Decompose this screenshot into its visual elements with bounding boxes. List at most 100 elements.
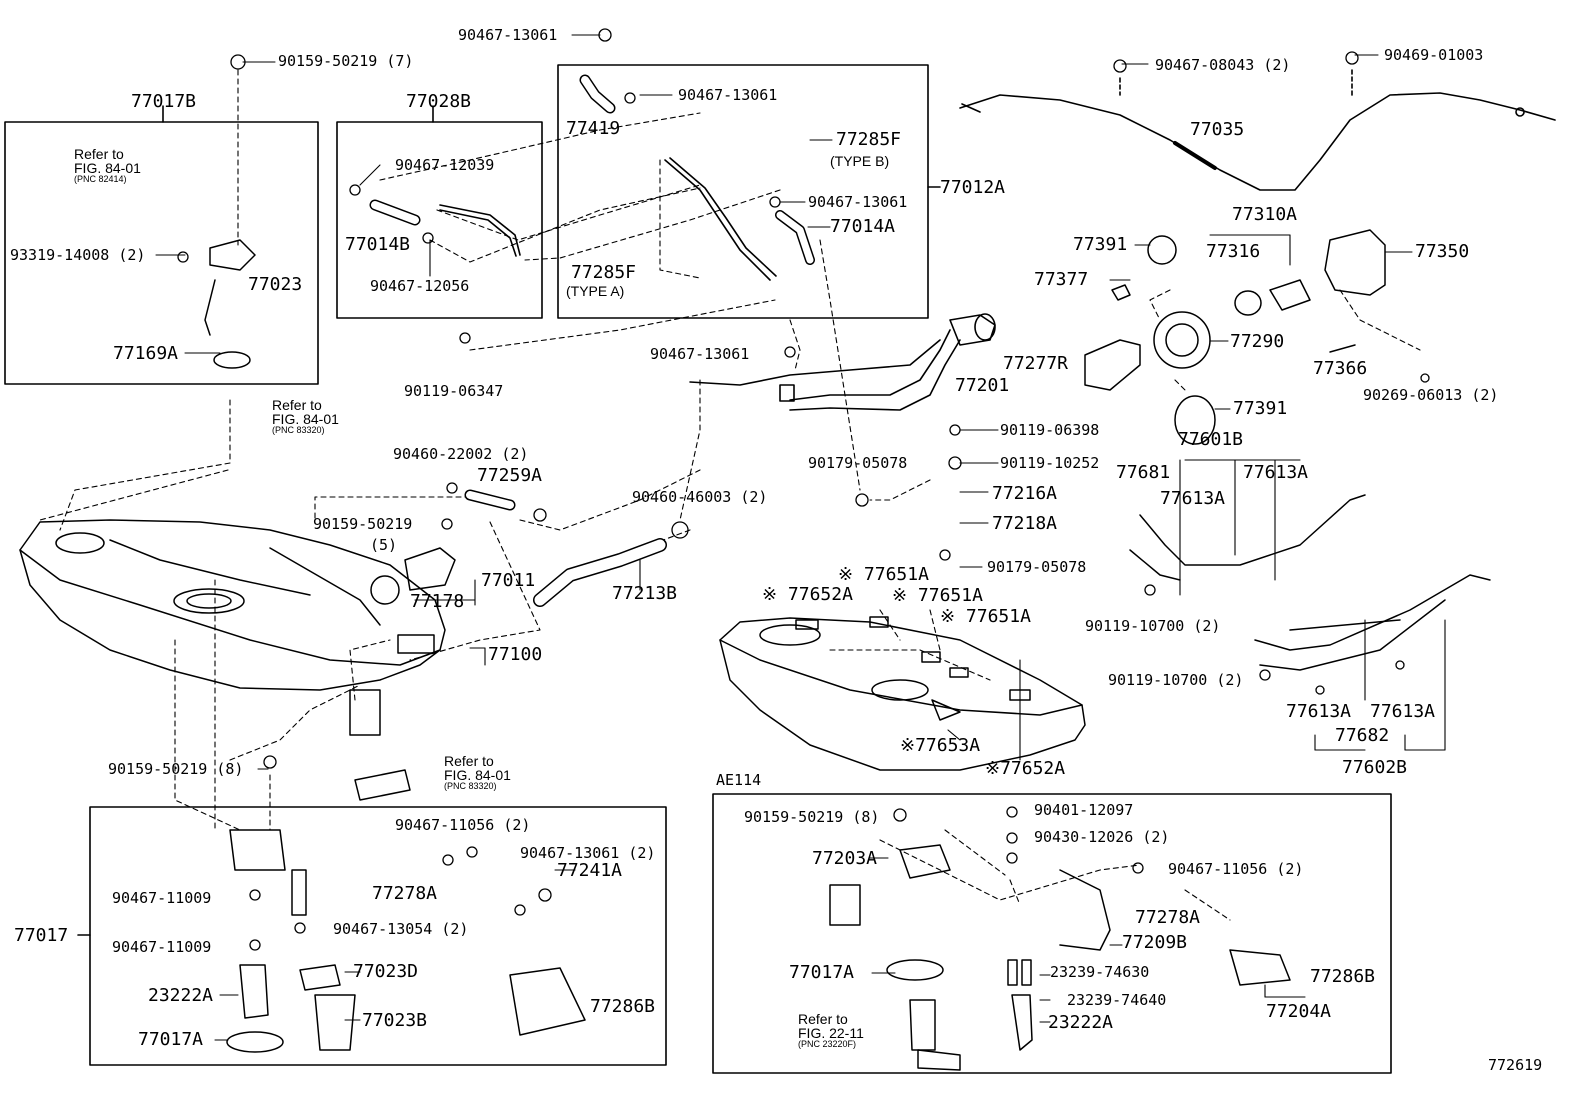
- part-label-p77014B[interactable]: 77014B: [345, 234, 411, 255]
- part-label-p77286B-b[interactable]: 77286B: [1310, 966, 1376, 987]
- part-label-p77613A-4[interactable]: 77613A: [1370, 701, 1436, 722]
- part-label-p77017A-b[interactable]: 77017A: [789, 962, 855, 983]
- part-label-p77213B[interactable]: 77213B: [612, 583, 678, 604]
- part-label-p90159-50219-8b[interactable]: 90159-50219 (8): [744, 808, 880, 826]
- part-label-p77028B[interactable]: 77028B: [406, 91, 472, 112]
- part-label-p77366[interactable]: 77366: [1313, 358, 1368, 379]
- part-label-p77023[interactable]: 77023: [248, 274, 303, 295]
- part-label-p77218A[interactable]: 77218A: [992, 513, 1058, 534]
- part-label-p77023B[interactable]: 77023B: [362, 1010, 428, 1031]
- part-label-p77316[interactable]: 77316: [1206, 241, 1261, 262]
- part-label-p90159-50219-7[interactable]: 90159-50219 (7): [278, 52, 414, 70]
- part-label-p77602B[interactable]: 77602B: [1342, 757, 1408, 778]
- part-label-p90119-10700-b[interactable]: 90119-10700 (2): [1108, 671, 1244, 689]
- part-label-p90467-12056[interactable]: 90467-12056: [370, 277, 470, 295]
- part-label-p90179-05078-a[interactable]: 90179-05078: [808, 454, 908, 472]
- part-label-p77651A-3[interactable]: ※ 77651A: [940, 606, 1031, 627]
- part-label-p77259A[interactable]: 77259A: [477, 465, 543, 486]
- part-label-p5[interactable]: (5): [370, 536, 398, 554]
- part-label-p77377[interactable]: 77377: [1034, 269, 1089, 290]
- part-label-p77419[interactable]: 77419: [566, 118, 621, 139]
- part-label-p77017B[interactable]: 77017B: [131, 91, 197, 112]
- part-label-p77278A-a[interactable]: 77278A: [372, 883, 438, 904]
- part-label-p77651A-2[interactable]: ※ 77651A: [892, 585, 983, 606]
- part-label-p90467-13061-a[interactable]: 90467-13061: [678, 86, 778, 104]
- part-label-p90467-11056-a[interactable]: 90467-11056 (2): [395, 816, 531, 834]
- part-label-p90467-13054[interactable]: 90467-13054 (2): [333, 920, 469, 938]
- part-label-p77681[interactable]: 77681: [1116, 462, 1171, 483]
- assembly-dashed-lines: [39, 69, 1421, 921]
- ref-title: Refer to: [444, 753, 494, 769]
- part-label-p90179-05078-b[interactable]: 90179-05078: [987, 558, 1087, 576]
- part-label-p77012A[interactable]: 77012A: [940, 177, 1006, 198]
- part-label-p77169A[interactable]: 77169A: [113, 343, 179, 364]
- part-label-p77285F-a[interactable]: 77285F: [571, 262, 637, 283]
- part-label-p77023D[interactable]: 77023D: [353, 961, 419, 982]
- ref-fig: FIG. 84-01: [444, 767, 511, 783]
- part-label-p23239-74640[interactable]: 23239-74640: [1067, 991, 1167, 1009]
- part-label-p23239-74630[interactable]: 23239-74630: [1050, 963, 1150, 981]
- part-label-p90119-10252[interactable]: 90119-10252: [1000, 454, 1100, 472]
- part-label-p77310A[interactable]: 77310A: [1232, 204, 1298, 225]
- part-label-p77613A-2[interactable]: 77613A: [1243, 462, 1309, 483]
- ref-callout-1[interactable]: Refer to FIG. 84-01 (PNC 82414): [74, 147, 141, 184]
- part-label-p77241A[interactable]: 77241A: [557, 860, 623, 881]
- part-label-p90430-12026[interactable]: 90430-12026 (2): [1034, 828, 1170, 846]
- part-label-p77201[interactable]: 77201: [955, 375, 1010, 396]
- part-label-p77391-a[interactable]: 77391: [1073, 234, 1128, 255]
- part-label-p90467-13061-d[interactable]: 90467-13061 (2): [520, 844, 656, 862]
- ref-callout-2[interactable]: Refer to FIG. 84-01 (PNC 83320): [272, 398, 339, 435]
- part-label-p90467-13061-b[interactable]: 90467-13061: [808, 193, 908, 211]
- part-label-p77278A-b[interactable]: 77278A: [1135, 907, 1201, 928]
- part-label-p77277R[interactable]: 77277R: [1003, 353, 1069, 374]
- part-label-p77652A-2[interactable]: ※77652A: [985, 758, 1066, 779]
- part-label-p90467-11056-b[interactable]: 90467-11056 (2): [1168, 860, 1304, 878]
- part-label-p77014A[interactable]: 77014A: [830, 216, 896, 237]
- part-label-p77653A[interactable]: ※77653A: [900, 735, 981, 756]
- ref-callout-3[interactable]: Refer to FIG. 84-01 (PNC 83320): [444, 754, 511, 791]
- part-label-p77290[interactable]: 77290: [1230, 331, 1285, 352]
- part-label-p77601B[interactable]: 77601B: [1178, 429, 1244, 450]
- part-label-p77613A-1[interactable]: 77613A: [1160, 488, 1226, 509]
- part-label-p77178[interactable]: 77178: [410, 591, 465, 612]
- part-label-p23222A-b[interactable]: 23222A: [1048, 1012, 1114, 1033]
- part-label-p90460-46003[interactable]: 90460-46003 (2): [632, 488, 768, 506]
- part-label-p90119-10700-a[interactable]: 90119-10700 (2): [1085, 617, 1221, 635]
- part-label-p90467-13061-top[interactable]: 90467-13061: [458, 26, 558, 44]
- part-label-p77391-b[interactable]: 77391: [1233, 398, 1288, 419]
- part-label-p77286B-a[interactable]: 77286B: [590, 996, 656, 1017]
- part-label-p90467-08043[interactable]: 90467-08043 (2): [1155, 56, 1291, 74]
- part-label-p90401-12097[interactable]: 90401-12097: [1034, 801, 1134, 819]
- part-label-p77209B[interactable]: 77209B: [1122, 932, 1188, 953]
- part-label-p90159-50219-5[interactable]: 90159-50219: [313, 515, 413, 533]
- part-label-type-b[interactable]: (TYPE B): [830, 153, 890, 169]
- part-label-p77651A-1[interactable]: ※ 77651A: [838, 564, 929, 585]
- part-label-type-a[interactable]: (TYPE A): [566, 283, 625, 299]
- part-label-p77100[interactable]: 77100: [488, 644, 543, 665]
- part-label-p77035[interactable]: 77035: [1190, 119, 1245, 140]
- part-label-p77011[interactable]: 77011: [481, 570, 536, 591]
- part-label-p90467-11009-a[interactable]: 90467-11009: [112, 889, 212, 907]
- ref-callout-4[interactable]: Refer to FIG. 22-11 (PNC 23220F): [798, 1012, 864, 1049]
- part-label-p77216A[interactable]: 77216A: [992, 483, 1058, 504]
- part-label-p90119-06398[interactable]: 90119-06398: [1000, 421, 1100, 439]
- part-label-p23222A-a[interactable]: 23222A: [148, 985, 214, 1006]
- part-label-p77350[interactable]: 77350: [1415, 241, 1470, 262]
- part-label-p77285F-b[interactable]: 77285F: [836, 129, 902, 150]
- part-label-p77682[interactable]: 77682: [1335, 725, 1390, 746]
- part-label-p90269-06013[interactable]: 90269-06013 (2): [1363, 386, 1499, 404]
- part-label-p77017[interactable]: 77017: [14, 925, 69, 946]
- part-label-p77613A-3[interactable]: 77613A: [1286, 701, 1352, 722]
- part-label-p93319-14008[interactable]: 93319-14008 (2): [10, 246, 146, 264]
- part-label-p90469-01003[interactable]: 90469-01003: [1384, 46, 1484, 64]
- part-label-p90460-22002[interactable]: 90460-22002 (2): [393, 445, 529, 463]
- part-label-p90119-06347[interactable]: 90119-06347: [404, 382, 504, 400]
- part-label-p90467-11009-b[interactable]: 90467-11009: [112, 938, 212, 956]
- part-label-p90467-13061-c[interactable]: 90467-13061: [650, 345, 750, 363]
- part-label-p77017A-a[interactable]: 77017A: [138, 1029, 204, 1050]
- part-label-p77204A[interactable]: 77204A: [1266, 1001, 1332, 1022]
- part-label-p90467-12039[interactable]: 90467-12039: [395, 156, 495, 174]
- part-label-p77203A[interactable]: 77203A: [812, 848, 878, 869]
- part-label-p90159-50219-8a[interactable]: 90159-50219 (8): [108, 760, 244, 778]
- part-label-p77652A-1[interactable]: ※ 77652A: [762, 584, 853, 605]
